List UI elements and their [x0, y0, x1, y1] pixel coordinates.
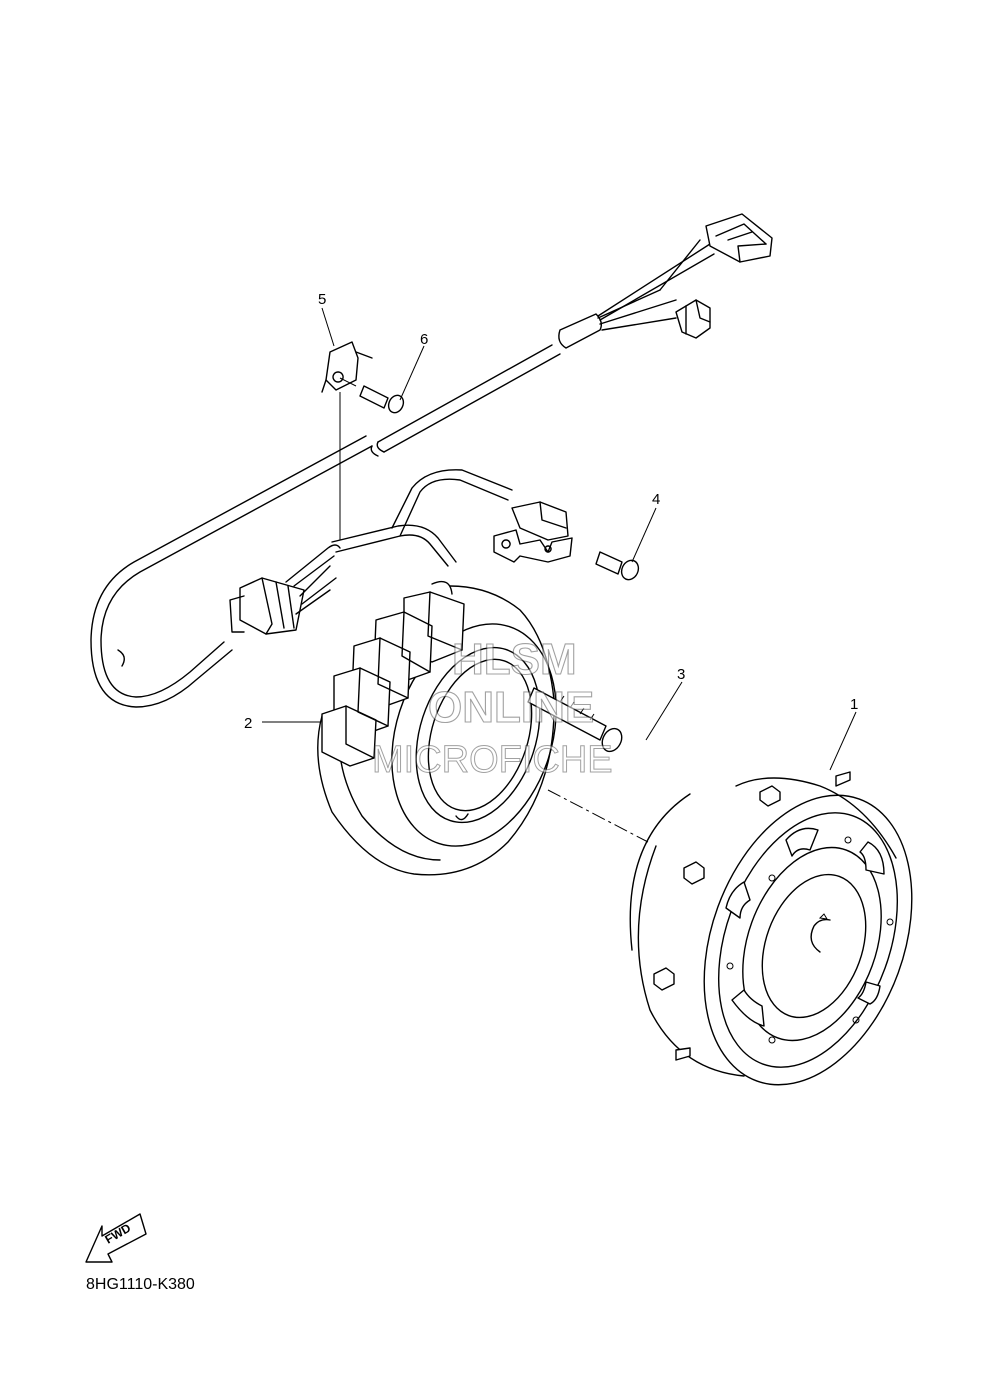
stator-assembly — [317, 580, 557, 876]
pickup-screw — [595, 551, 640, 581]
callout-1: 1 — [850, 696, 858, 713]
fwd-arrow-icon: FWD — [85, 1213, 147, 1263]
pickup-coil — [493, 501, 573, 563]
rotor-flywheel — [629, 771, 913, 1086]
main-connector — [705, 213, 773, 263]
watermark-line-3: MICROFICHE — [372, 739, 613, 781]
watermark: HLSM ONLINE MICROFICHE — [372, 634, 614, 781]
callout-leaders — [262, 307, 857, 771]
wire-harness — [90, 213, 773, 708]
callout-3: 3 — [677, 666, 685, 683]
callout-6: 6 — [420, 331, 428, 348]
stator-bolt — [527, 687, 623, 753]
lead-clamp — [321, 341, 373, 393]
drawing-code: 8HG1110-K380 — [86, 1276, 195, 1293]
watermark-line-1: HLSM — [452, 635, 577, 684]
callout-4: 4 — [652, 491, 660, 508]
sub-connector — [675, 299, 711, 339]
callout-2: 2 — [244, 715, 252, 732]
callout-5: 5 — [318, 291, 326, 308]
watermark-line-2: ONLINE — [428, 683, 594, 732]
wire-grommet — [229, 544, 341, 635]
